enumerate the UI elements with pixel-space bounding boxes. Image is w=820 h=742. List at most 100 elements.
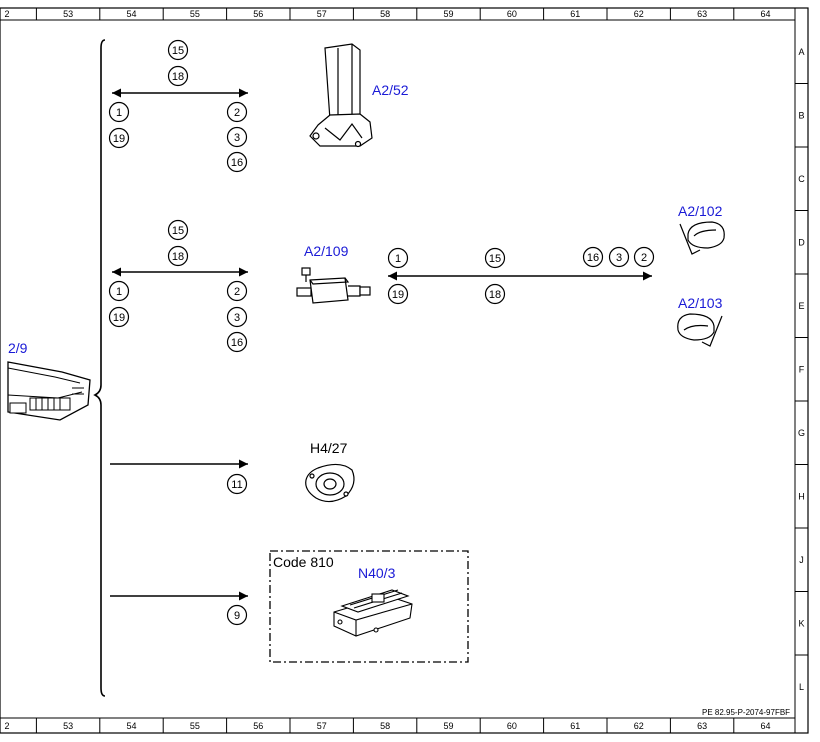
connector-15: 15 xyxy=(484,247,506,269)
column-label-58: 58 xyxy=(380,9,390,19)
column-label-64: 64 xyxy=(760,9,770,19)
mirror-a2-102-icon xyxy=(679,221,725,255)
svg-text:15: 15 xyxy=(489,253,501,265)
reference-number: PE 82.95-P-2074-97FBF xyxy=(702,708,790,717)
connector-circles-row2: 15 18 1 19 2 3 16 xyxy=(108,219,248,353)
connector-15: 15 xyxy=(167,219,189,241)
svg-text:11: 11 xyxy=(231,479,242,491)
connector-1: 1 xyxy=(108,280,130,302)
column-label-2: 2 xyxy=(4,721,9,731)
distribution-brace xyxy=(93,39,106,697)
connector-16: 16 xyxy=(226,331,248,353)
label-a2-102: A2/102 xyxy=(678,203,723,219)
svg-text:19: 19 xyxy=(113,133,125,145)
label-a2-52: A2/52 xyxy=(372,82,409,98)
column-label-53: 53 xyxy=(63,9,73,19)
label-n40-3: N40/3 xyxy=(358,565,396,581)
row-label-C: C xyxy=(798,174,805,184)
column-label-2: 2 xyxy=(4,9,9,19)
row-label-L: L xyxy=(799,682,804,692)
label-a2-9: 2/9 xyxy=(8,340,28,356)
column-label-63: 63 xyxy=(697,721,707,731)
column-label-61: 61 xyxy=(570,9,580,19)
svg-text:15: 15 xyxy=(172,45,184,57)
svg-text:1: 1 xyxy=(116,286,122,298)
row-label-K: K xyxy=(798,618,804,628)
svg-text:3: 3 xyxy=(616,252,622,264)
column-label-59: 59 xyxy=(443,9,453,19)
connector-2: 2 xyxy=(226,280,248,302)
connector-2: 2 xyxy=(226,101,248,123)
column-label-54: 54 xyxy=(126,9,136,19)
label-a2-109: A2/109 xyxy=(304,243,349,259)
connector-circles-row1: 15 18 1 19 2 3 16 xyxy=(108,39,248,173)
connector-18: 18 xyxy=(167,245,189,267)
svg-text:16: 16 xyxy=(587,252,599,264)
svg-text:18: 18 xyxy=(172,71,184,83)
module-n40-3-icon xyxy=(333,589,413,637)
column-label-62: 62 xyxy=(634,9,644,19)
column-label-55: 55 xyxy=(190,9,200,19)
connector-9: 9 xyxy=(226,604,248,626)
column-label-60: 60 xyxy=(507,9,517,19)
connector-16: 16 xyxy=(226,151,248,173)
label-a2-103: A2/103 xyxy=(678,295,723,311)
radio-unit-partial xyxy=(7,361,91,421)
column-label-62: 62 xyxy=(634,721,644,731)
svg-text:9: 9 xyxy=(234,610,240,622)
frame xyxy=(0,7,809,734)
connector-18: 18 xyxy=(167,65,189,87)
row-label-A: A xyxy=(798,47,804,57)
connector-1: 1 xyxy=(387,247,409,269)
code-810-box xyxy=(269,550,469,663)
svg-text:1: 1 xyxy=(116,107,122,119)
connector-circles-row2b: 1 19 15 18 16 3 2 xyxy=(387,246,655,305)
row-label-D: D xyxy=(798,237,805,247)
connector-11: 11 xyxy=(226,473,248,495)
row-label-G: G xyxy=(798,428,805,438)
svg-text:3: 3 xyxy=(234,312,240,324)
svg-text:2: 2 xyxy=(234,107,240,119)
row-labels: A B C D E F G H J K L xyxy=(798,47,805,692)
svg-text:15: 15 xyxy=(172,225,184,237)
connector-19: 19 xyxy=(108,306,130,328)
label-h4-27: H4/27 xyxy=(310,440,348,456)
mirror-a2-103-icon xyxy=(677,313,723,347)
row-label-H: H xyxy=(798,491,805,501)
column-label-56: 56 xyxy=(253,9,263,19)
svg-text:16: 16 xyxy=(231,157,243,169)
connector-3: 3 xyxy=(226,306,248,328)
column-label-59: 59 xyxy=(443,721,453,731)
svg-text:2: 2 xyxy=(234,286,240,298)
connector-3: 3 xyxy=(226,126,248,148)
column-label-55: 55 xyxy=(190,721,200,731)
connector-1: 1 xyxy=(108,101,130,123)
svg-text:2: 2 xyxy=(641,252,647,264)
svg-text:19: 19 xyxy=(392,289,404,301)
svg-text:19: 19 xyxy=(113,312,125,324)
row-label-J: J xyxy=(799,555,804,565)
svg-text:18: 18 xyxy=(489,289,501,301)
connector-18: 18 xyxy=(484,283,506,305)
column-label-56: 56 xyxy=(253,721,263,731)
column-label-63: 63 xyxy=(697,9,707,19)
row-label-E: E xyxy=(798,301,804,311)
svg-text:16: 16 xyxy=(231,337,243,349)
connector-3: 3 xyxy=(608,246,630,268)
column-label-54: 54 xyxy=(126,721,136,731)
svg-text:3: 3 xyxy=(234,132,240,144)
connector-2: 2 xyxy=(633,246,655,268)
column-label-58: 58 xyxy=(380,721,390,731)
connector-15: 15 xyxy=(167,39,189,61)
speaker-h4-27-icon xyxy=(305,463,355,503)
code-box-label: Code 810 xyxy=(273,554,334,570)
column-label-57: 57 xyxy=(317,721,327,731)
svg-text:18: 18 xyxy=(172,251,184,263)
connector-19: 19 xyxy=(387,283,409,305)
row-label-F: F xyxy=(799,364,805,374)
row-label-B: B xyxy=(798,110,804,120)
column-label-53: 53 xyxy=(63,721,73,731)
column-label-61: 61 xyxy=(570,721,580,731)
